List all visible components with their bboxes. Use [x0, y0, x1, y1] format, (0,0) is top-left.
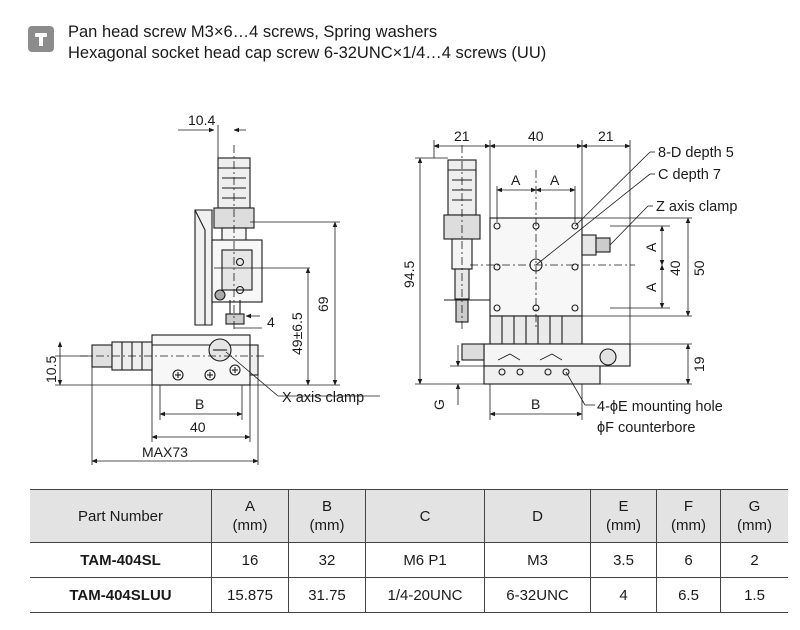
left-stage-view: [80, 145, 265, 386]
dim-B-left: B: [195, 396, 204, 412]
table-row: TAM-404SLUU 15.875 31.75 1/4-20UNC 6-32U…: [30, 577, 788, 613]
spec-table-header: Part Number A(mm) B(mm) C D E(mm) F(mm) …: [30, 489, 788, 543]
dim-94-5: 94.5: [401, 261, 417, 288]
header-G: G(mm): [720, 489, 788, 543]
technical-drawing: 10.4 4 49±6.5 69 10.5 B 40 MAX73 X axis …: [43, 112, 737, 465]
left-dimensions: [55, 125, 380, 465]
dim-B-right: B: [531, 396, 540, 412]
header-E: E(mm): [590, 489, 657, 543]
header-B: B(mm): [288, 489, 366, 543]
header-D: D: [484, 489, 591, 543]
table-cell: 1/4-20UNC: [365, 577, 485, 613]
dim-21b: 21: [598, 128, 614, 144]
dim-A1: A: [511, 172, 521, 188]
label-mounting-hole: 4-ϕE mounting hole: [597, 399, 723, 415]
table-row: TAM-404SL 16 32 M6 P1 M3 3.5 6 2: [30, 542, 788, 578]
dim-A2: A: [550, 172, 560, 188]
table-cell: 6-32UNC: [484, 577, 591, 613]
table-cell: 6: [656, 542, 721, 578]
table-cell: 2: [720, 542, 788, 578]
table-cell: 6.5: [656, 577, 721, 613]
dim-69: 69: [315, 296, 331, 312]
dim-50: 50: [691, 260, 707, 276]
right-stage-view: [443, 145, 635, 385]
dim-A4: A: [643, 282, 659, 292]
note-line-1: Pan head screw M3×6…4 screws, Spring was…: [68, 23, 438, 41]
header-part-number: Part Number: [30, 489, 212, 543]
left-dimension-labels: 10.4 4 49±6.5 69 10.5 B 40 MAX73 X axis …: [43, 112, 364, 460]
label-8d-depth: 8-D depth 5: [658, 145, 734, 161]
table-cell: 31.75: [288, 577, 366, 613]
dim-49: 49±6.5: [289, 312, 305, 355]
table-cell: M6 P1: [365, 542, 485, 578]
header-C: C: [365, 489, 485, 543]
dim-A3: A: [643, 242, 659, 252]
table-cell: 1.5: [720, 577, 788, 613]
dim-19: 19: [691, 356, 707, 372]
right-dimensions: [415, 140, 692, 420]
table-cell: 15.875: [211, 577, 289, 613]
table-cell: 32: [288, 542, 366, 578]
right-dimension-labels: 21 40 21 A A 94.5 A 40 A 50 19 G B 8-D d…: [401, 128, 737, 436]
z-axis-clamp-label: Z axis clamp: [656, 199, 737, 215]
dim-21a: 21: [454, 128, 470, 144]
dim-G: G: [431, 399, 447, 410]
screw-icon: [28, 26, 54, 52]
table-cell: M3: [484, 542, 591, 578]
header-A: A(mm): [211, 489, 289, 543]
table-cell: 4: [590, 577, 657, 613]
label-counterbore: ϕF counterbore: [597, 420, 695, 436]
dim-40-vertical: 40: [667, 260, 683, 276]
part-number-cell: TAM-404SLUU: [30, 577, 212, 613]
dim-10-4: 10.4: [188, 112, 215, 128]
spec-table: Part Number A(mm) B(mm) C D E(mm) F(mm) …: [30, 489, 788, 613]
dim-4: 4: [267, 314, 275, 330]
table-cell: 3.5: [590, 542, 657, 578]
dim-40-left: 40: [190, 419, 206, 435]
dim-max73: MAX73: [142, 444, 188, 460]
part-number-cell: TAM-404SL: [30, 542, 212, 578]
label-c-depth: C depth 7: [658, 167, 721, 183]
x-axis-clamp-label: X axis clamp: [282, 390, 364, 406]
dim-40-right: 40: [528, 128, 544, 144]
dim-10-5: 10.5: [43, 356, 59, 383]
table-cell: 16: [211, 542, 289, 578]
header-F: F(mm): [656, 489, 721, 543]
note-line-2: Hexagonal socket head cap screw 6-32UNC×…: [68, 44, 547, 62]
